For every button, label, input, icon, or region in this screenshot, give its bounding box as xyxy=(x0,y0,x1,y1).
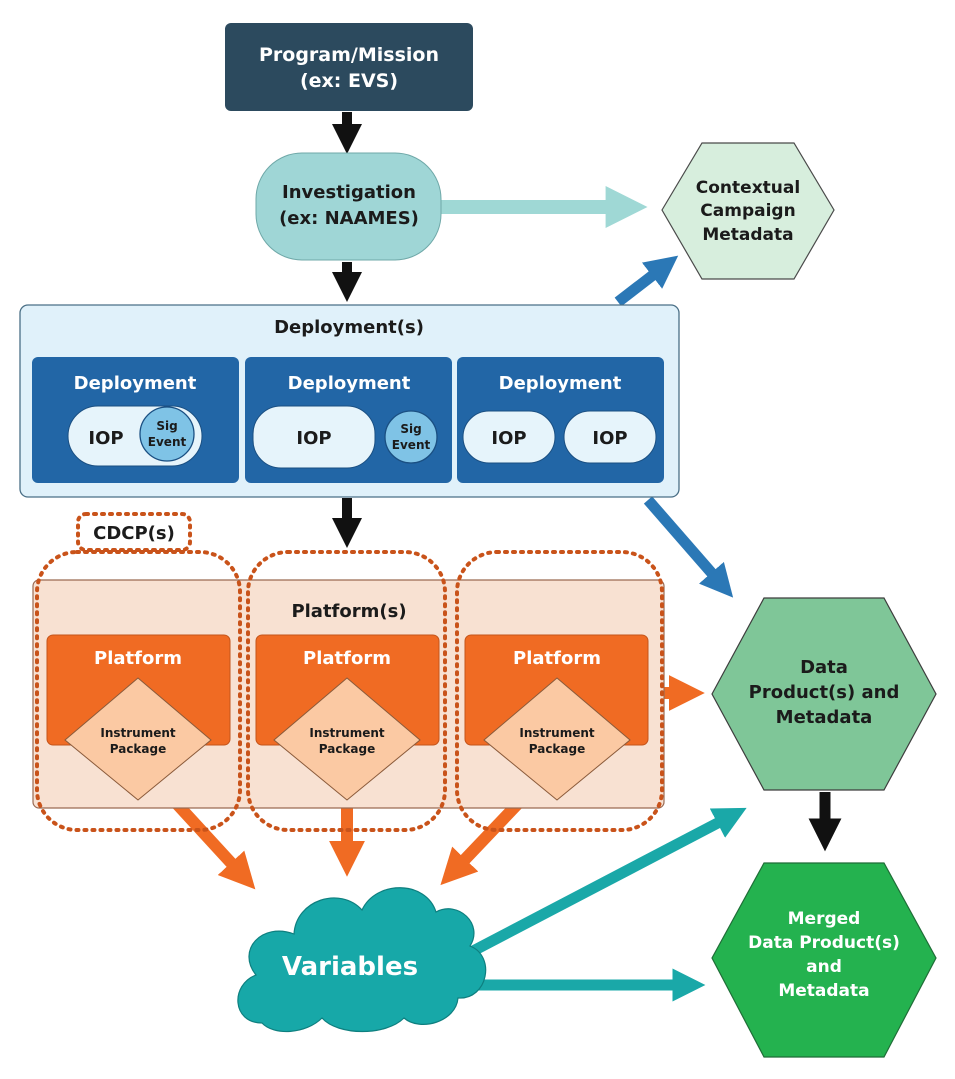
cdcp-label-box xyxy=(76,512,192,552)
svg-text:Sig: Sig xyxy=(156,419,177,433)
platform-3: Platform Instrument Package xyxy=(464,634,649,801)
data-product-line1: Data xyxy=(800,657,848,678)
program-line1: Program/Mission xyxy=(259,44,439,66)
svg-text:Instrument: Instrument xyxy=(519,726,595,740)
deployment-3-iop-1: IOP xyxy=(491,428,526,449)
svg-text:Package: Package xyxy=(319,742,376,756)
platform-2-instrument-package: Instrument Package xyxy=(273,677,421,801)
deployment-2-label: Deployment xyxy=(288,373,411,394)
deployment-1-sig-event: Sig Event xyxy=(139,406,195,462)
investigation-line1: Investigation xyxy=(282,182,416,203)
deployments-title: Deployment(s) xyxy=(274,317,424,338)
investigation-line2: (ex: NAAMES) xyxy=(279,208,419,229)
cdcp-group-3 xyxy=(455,550,664,832)
platform-1: Platform Instrument Package xyxy=(46,634,231,801)
deployment-1: Deployment IOP Sig Event xyxy=(32,357,239,483)
contextual-metadata-hexagon: Contextual Campaign Metadata xyxy=(661,142,835,280)
platform-3-label: Platform xyxy=(513,648,601,669)
contextual-line1: Contextual xyxy=(696,178,800,198)
arrow-variables-to-data-product xyxy=(449,807,747,967)
svg-text:Instrument: Instrument xyxy=(309,726,385,740)
data-product-hexagon: Data Product(s) and Metadata xyxy=(711,597,937,791)
cdcp-group-2 xyxy=(246,550,447,832)
deployment-2-sig-event: Sig Event xyxy=(384,410,438,464)
cdcp-group-1 xyxy=(35,550,242,832)
svg-text:Event: Event xyxy=(148,435,187,449)
arrow-deployments-to-data-product xyxy=(643,496,734,598)
data-product-line3: Metadata xyxy=(776,707,873,728)
platform-2: Platform Instrument Package xyxy=(255,634,440,801)
program-line2: (ex: EVS) xyxy=(300,70,398,92)
svg-text:Sig: Sig xyxy=(400,422,421,436)
cdcp-groupings xyxy=(35,512,664,832)
contextual-line2: Campaign xyxy=(700,201,795,221)
cdcp-label: CDCP(s) xyxy=(93,523,175,544)
platforms-container: Platform(s) Platform Instrument Package … xyxy=(32,579,665,809)
merged-line4: Metadata xyxy=(778,981,869,1001)
variables-cloud: Variables xyxy=(237,887,487,1033)
variables-label: Variables xyxy=(282,952,418,982)
deployment-2-iop: IOP xyxy=(296,428,331,449)
platform-2-label: Platform xyxy=(303,648,391,669)
deployment-1-label: Deployment xyxy=(74,373,197,394)
deployment-3-label: Deployment xyxy=(499,373,622,394)
contextual-line3: Metadata xyxy=(702,225,793,245)
deployment-3-iop-2: IOP xyxy=(592,428,627,449)
platform-1-instrument-package: Instrument Package xyxy=(64,677,212,801)
investigation-box: Investigation (ex: NAAMES) xyxy=(255,152,442,261)
platform-3-instrument-package: Instrument Package xyxy=(483,677,631,801)
deployment-3: Deployment IOP IOP xyxy=(457,357,664,483)
merged-data-product-hexagon: Merged Data Product(s) and Metadata xyxy=(711,862,937,1058)
platforms-title: Platform(s) xyxy=(291,601,406,622)
merged-line2: Data Product(s) xyxy=(748,933,900,953)
data-product-line2: Product(s) and xyxy=(749,682,900,703)
deployment-2: Deployment IOP Sig Event xyxy=(245,357,452,483)
deployment-1-iop: IOP xyxy=(88,428,123,449)
platform-1-label: Platform xyxy=(94,648,182,669)
svg-text:Event: Event xyxy=(392,438,431,452)
arrow-deployments-to-contextual xyxy=(614,255,679,307)
deployments-container: Deployment(s) Deployment IOP Sig Event D… xyxy=(19,304,680,498)
svg-text:Package: Package xyxy=(110,742,167,756)
merged-line3: and xyxy=(806,957,842,977)
svg-text:Instrument: Instrument xyxy=(100,726,176,740)
program-mission-box: Program/Mission (ex: EVS) xyxy=(225,23,473,111)
merged-line1: Merged xyxy=(788,909,861,929)
svg-text:Package: Package xyxy=(529,742,586,756)
